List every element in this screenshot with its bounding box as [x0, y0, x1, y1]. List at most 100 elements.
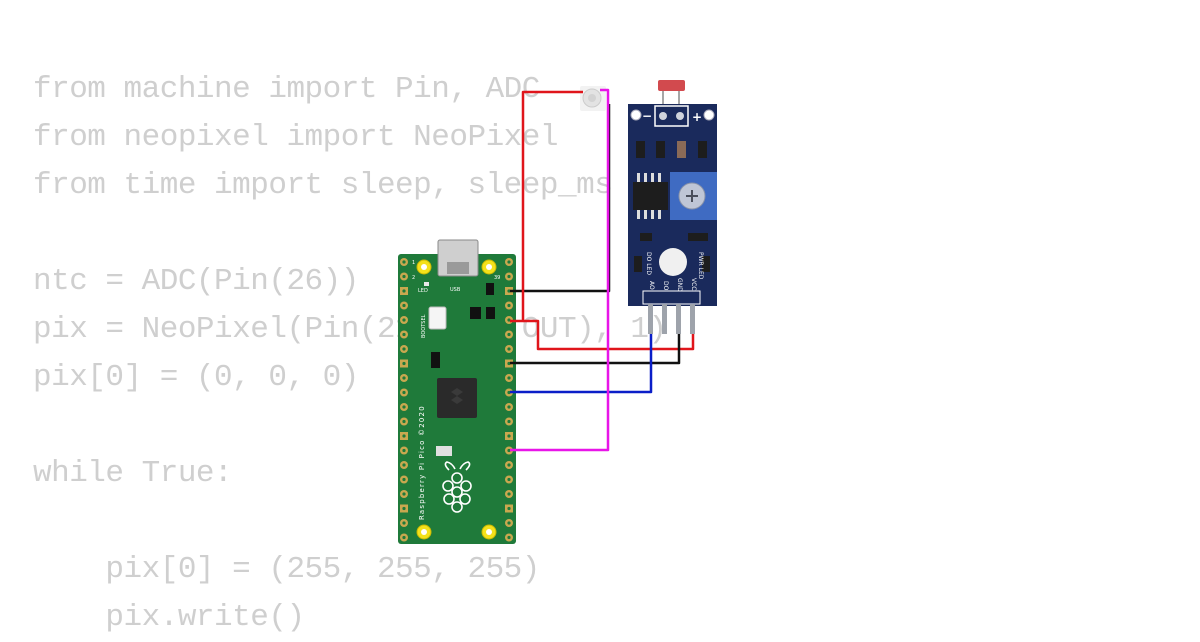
- pico-pin-hole: [507, 376, 511, 380]
- pico-pin-hole: [402, 492, 406, 496]
- code-line: pix.write(): [33, 600, 305, 635]
- pico-pin-hole: [507, 303, 511, 308]
- wire-black-sensor-gnd[interactable]: [510, 334, 681, 365]
- wire-red-sensor-vcc[interactable]: [523, 319, 695, 351]
- pico-board[interactable]: 1 2 39 LED USB BOOTSEL Raspberry Pi Pico…: [398, 239, 516, 544]
- resistor: [698, 141, 707, 158]
- sensor-header-pins: [648, 304, 695, 334]
- pico-pin-hole: [402, 390, 406, 395]
- do-led-label: DO LED: [645, 252, 652, 275]
- pico-pin-hole: [507, 274, 511, 279]
- pico-pin-hole: [507, 405, 511, 409]
- chip-component: [486, 307, 495, 319]
- pico-pin-hole: [402, 274, 406, 279]
- chip-logo-icon: [451, 388, 463, 404]
- comparator-ic: [633, 182, 668, 210]
- resistor: [677, 141, 686, 158]
- neopixel-led[interactable]: [580, 86, 606, 111]
- smd-part: [688, 233, 708, 241]
- pico-pin-hole: [507, 506, 511, 511]
- pin1-label: 1: [412, 260, 415, 266]
- code-line: pix[0] = (255, 255, 255): [33, 552, 540, 587]
- resistor: [636, 141, 645, 158]
- board-name-text: Raspberry Pi Pico ©2020: [418, 405, 426, 520]
- small-chip: [431, 352, 440, 368]
- usb-label: USB: [450, 287, 461, 293]
- chip-component: [486, 283, 494, 295]
- mount-hole-center: [421, 529, 427, 535]
- pin39-label: 39: [494, 275, 500, 281]
- led-label: LED: [418, 288, 428, 294]
- ldr-pad: [659, 112, 667, 120]
- pico-pin-hole: [402, 506, 406, 511]
- pwr-led-label: PWR LED: [697, 252, 704, 280]
- code-line: ntc = ADC(Pin(26)): [33, 264, 359, 299]
- chip-component: [470, 307, 481, 319]
- pin-label-gnd: GND: [676, 278, 683, 292]
- pico-pin-hole: [402, 332, 406, 337]
- wire-magenta-neopixel-din[interactable]: [510, 88, 610, 452]
- pin-label-ao: AO: [648, 281, 655, 290]
- pico-pin-hole: [507, 448, 511, 453]
- pico-pin-hole: [507, 434, 511, 438]
- pin-label-vcc: VCC: [690, 278, 697, 290]
- sensor-mount-hole: [630, 109, 642, 121]
- code-line: from time import sleep, sleep_ms: [33, 168, 613, 203]
- pico-pin-hole: [507, 463, 511, 467]
- pico-pin-hole: [402, 448, 406, 453]
- neopixel-die: [588, 94, 596, 102]
- ldr-terminal: [654, 105, 689, 127]
- pico-pin-hole: [507, 318, 511, 322]
- pico-pin-hole: [402, 477, 406, 482]
- wire-black-neopixel-gnd[interactable]: [510, 104, 611, 293]
- code-line: while True:: [33, 456, 233, 491]
- minus-label: −: [642, 109, 652, 123]
- pico-pin-hole: [402, 521, 406, 525]
- pico-pin-hole: [402, 361, 406, 366]
- resistor: [656, 141, 665, 158]
- status-led: [659, 248, 687, 276]
- smd-part: [702, 256, 710, 272]
- pico-pin-hole: [507, 390, 511, 395]
- bootsel-button[interactable]: [428, 306, 447, 330]
- pin2-label: 2: [412, 275, 415, 281]
- pico-pin-hole: [402, 260, 406, 264]
- pico-pin-hole: [507, 521, 511, 525]
- sensor-mount-hole: [703, 109, 715, 121]
- pico-pin-hole: [402, 434, 406, 438]
- pico-pin-hole: [402, 347, 406, 351]
- mount-hole-center: [421, 264, 427, 270]
- mount-hole-center: [486, 264, 492, 270]
- code-line: from neopixel import NeoPixel: [33, 120, 558, 155]
- usb-port: [447, 262, 469, 274]
- plus-label: +: [692, 110, 702, 124]
- smd-part: [640, 233, 652, 241]
- wire-red-neopixel-vcc[interactable]: [510, 90, 583, 323]
- test-pad: [436, 446, 452, 456]
- pico-pin-hole: [507, 361, 511, 366]
- pico-pin-hole: [402, 419, 406, 424]
- led-indicator: [424, 282, 429, 286]
- pico-pin-hole: [402, 463, 406, 467]
- wire-blue-sensor-ao[interactable]: [510, 334, 653, 394]
- ldr-pad: [676, 112, 684, 120]
- ldr-photoresistor: [658, 80, 685, 91]
- pico-pins-right: [505, 258, 513, 542]
- pico-pin-hole: [402, 303, 406, 308]
- light-sensor-module[interactable]: − + DO LED PWR LED AO DO GND VCC: [628, 80, 717, 334]
- pico-pin-hole: [507, 477, 511, 482]
- pico-pin-hole: [507, 260, 511, 264]
- raspberry-logo-icon: [442, 461, 472, 513]
- pico-pin-hole: [402, 376, 406, 380]
- pico-pin-hole: [402, 405, 406, 409]
- adjust-icon: [686, 190, 698, 202]
- pico-pin-hole: [402, 289, 406, 293]
- pico-pin-hole: [402, 535, 406, 540]
- pico-pin-hole: [507, 289, 511, 293]
- code-line: pix[0] = (0, 0, 0): [33, 360, 359, 395]
- bootsel-label: BOOTSEL: [421, 314, 427, 338]
- pico-pin-hole: [507, 492, 511, 496]
- pico-pin-hole: [507, 535, 511, 540]
